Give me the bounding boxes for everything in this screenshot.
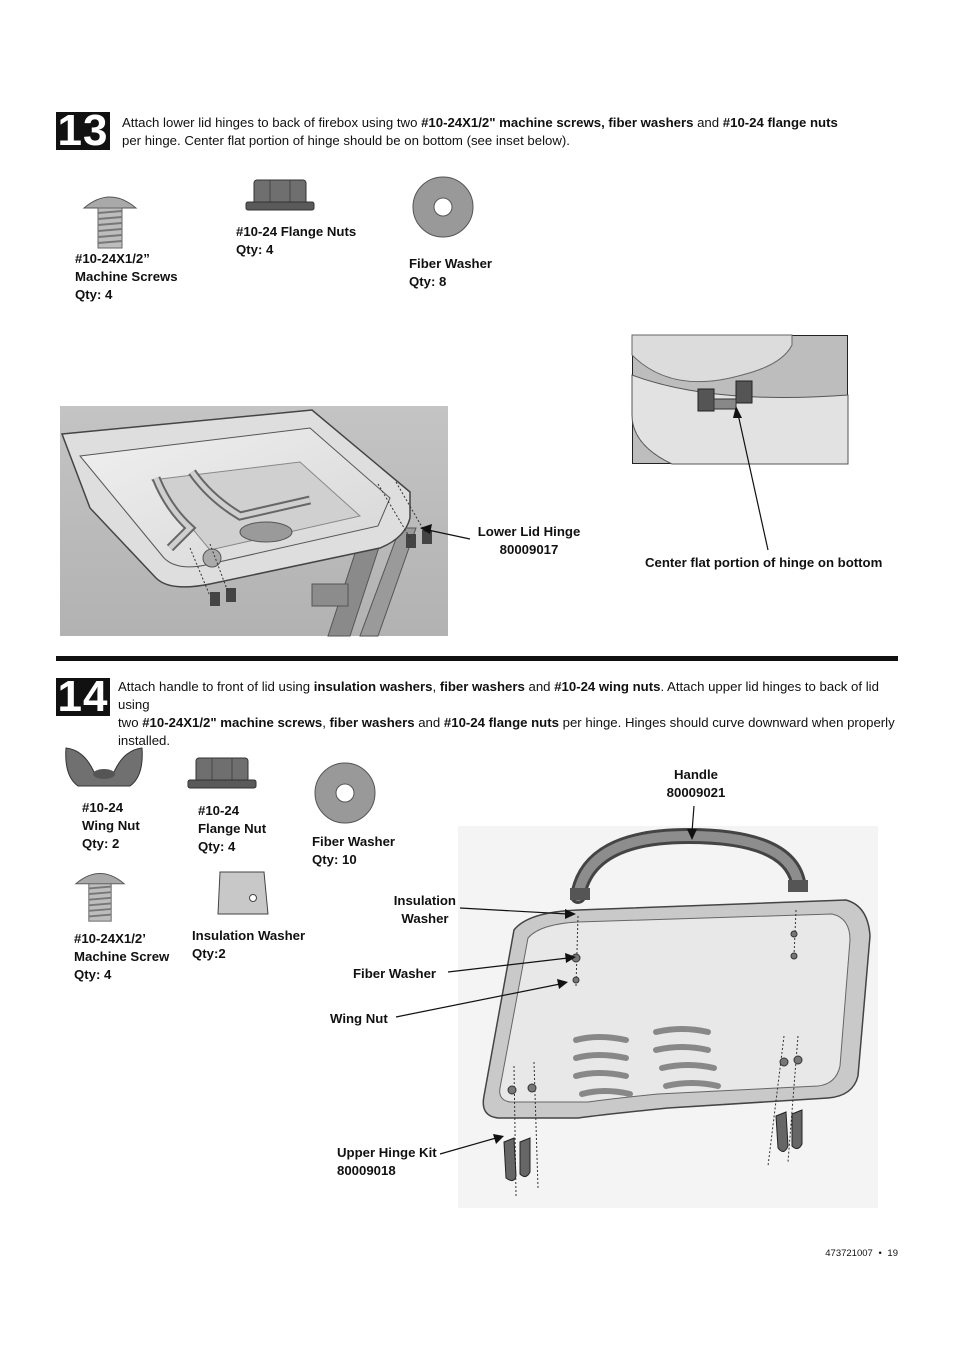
fiber-washer-icon xyxy=(412,176,474,238)
insulation-washer-icon xyxy=(217,871,269,915)
part-label-fiber-washer-14: Fiber Washer Qty: 10 xyxy=(312,834,396,867)
part-label-insulation-washer: Insulation Washer Qty:2 xyxy=(192,928,306,961)
part-label-wing-nut: #10-24 Wing Nut Qty: 2 xyxy=(82,800,140,851)
flange-nut-icon xyxy=(245,179,315,211)
lid-illustration xyxy=(458,826,878,1208)
firebox-illustration xyxy=(60,406,448,637)
part-label-machine-screw: #10-24X1/2’ Machine Screw Qty: 4 xyxy=(74,931,170,982)
part-label-flange-nuts: #10-24 Flange Nuts Qty: 4 xyxy=(236,224,357,257)
doc-number: 473721007 xyxy=(825,1248,873,1259)
machine-screw-icon xyxy=(82,196,138,249)
footer-separator: • xyxy=(878,1248,882,1259)
callout-upper-hinge-kit: Upper Hinge Kit 80009018 xyxy=(337,1145,437,1178)
machine-screw-icon xyxy=(74,873,126,922)
step-13-number: 13 xyxy=(56,106,110,155)
callout-lines-13 xyxy=(420,406,769,551)
callout-lower-lid-hinge: Lower Lid Hinge 80009017 xyxy=(477,524,581,557)
page-number: 19 xyxy=(887,1248,898,1259)
callout-wing-nut: Wing Nut xyxy=(330,1011,388,1026)
flange-nut-icon xyxy=(187,757,257,789)
page-footer: 473721007 • 19 xyxy=(760,1248,898,1259)
section-divider xyxy=(56,656,898,661)
wing-nut-icon xyxy=(65,747,143,787)
callout-handle: Handle 80009021 xyxy=(666,767,726,800)
step-14-instruction: Attach handle to front of lid using insu… xyxy=(118,679,895,748)
fiber-washer-icon xyxy=(314,762,376,824)
part-label-machine-screws: #10-24X1/2” Machine Screws Qty: 4 xyxy=(75,251,178,302)
step-13-instruction: Attach lower lid hinges to back of fireb… xyxy=(122,115,838,148)
step-14-number: 14 xyxy=(56,672,110,721)
part-label-fiber-washer: Fiber Washer Qty: 8 xyxy=(409,256,493,289)
callout-insulation-washer: Insulation Washer xyxy=(393,893,456,926)
callout-fiber-washer: Fiber Washer xyxy=(353,966,437,981)
hinge-inset-illustration xyxy=(631,334,849,465)
part-label-flange-nut: #10-24 Flange Nut Qty: 4 xyxy=(198,803,267,854)
callout-center-flat: Center flat portion of hinge on bottom xyxy=(645,555,883,570)
